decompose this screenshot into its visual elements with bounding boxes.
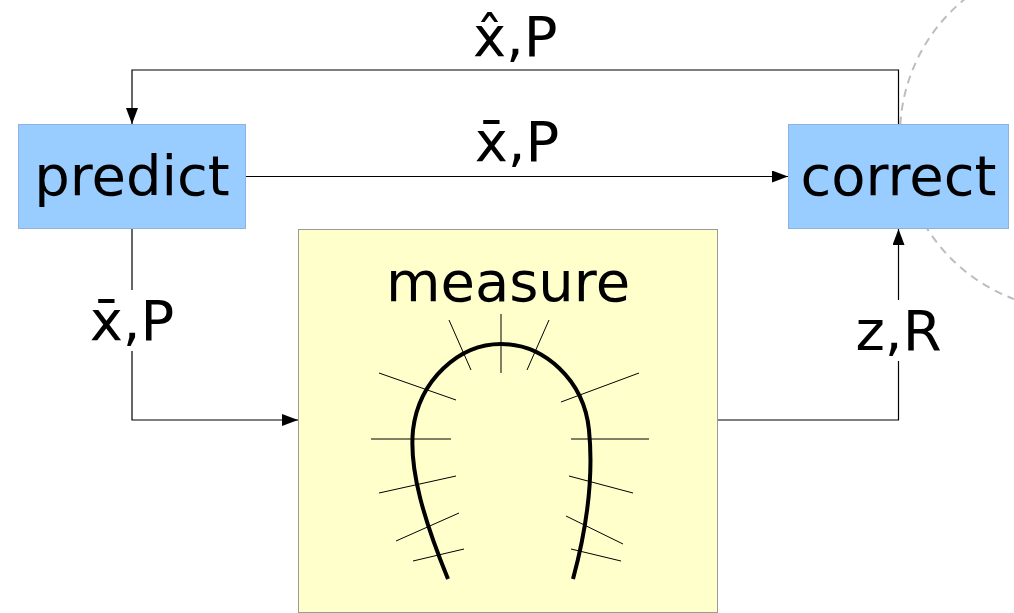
node-text: correct [800, 144, 996, 208]
node-text: predict [34, 144, 230, 208]
correct-box: correct [788, 124, 1009, 229]
edge-label: x̄,P [86, 290, 179, 352]
node-text: measure [386, 250, 630, 314]
predict-box: predict [18, 124, 246, 229]
edge-label: z,R [851, 300, 945, 362]
edge-label: x̄,P [471, 111, 564, 173]
edge-label: x̂,P [469, 6, 562, 68]
flow-arrow [246, 176, 788, 177]
measure-box: measure [298, 229, 718, 613]
